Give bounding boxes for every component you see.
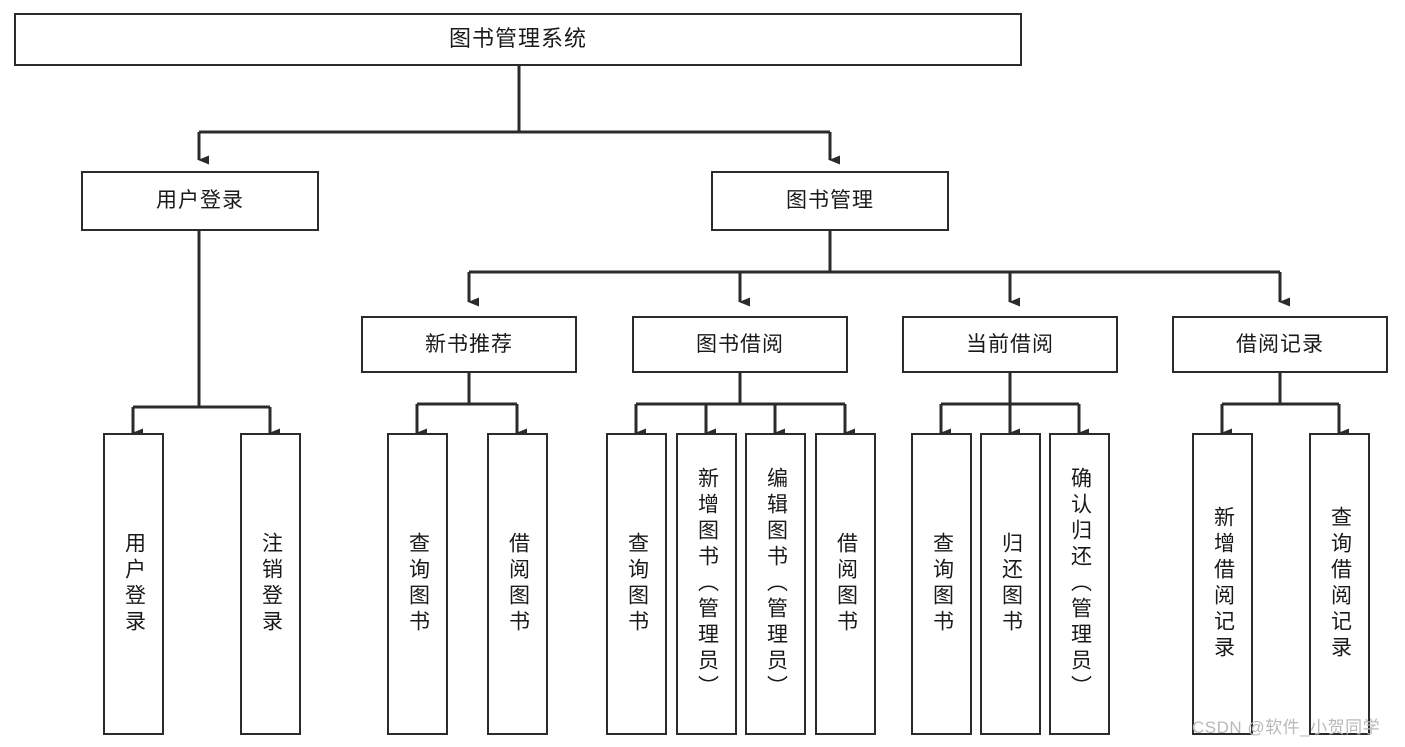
- leaf-current-borrow-confirm-return-admin[interactable]: 确认归还（管理员）: [1049, 433, 1110, 735]
- node-book-management[interactable]: 图书管理: [711, 171, 949, 231]
- node-borrow-record[interactable]: 借阅记录: [1172, 316, 1388, 373]
- leaf-book-borrow-borrow-book[interactable]: 借阅图书: [815, 433, 876, 735]
- node-book-borrow[interactable]: 图书借阅: [632, 316, 848, 373]
- node-root-book-management-system[interactable]: 图书管理系统: [14, 13, 1022, 66]
- node-new-book-recommend[interactable]: 新书推荐: [361, 316, 577, 373]
- node-user-login[interactable]: 用户登录: [81, 171, 319, 231]
- leaf-current-borrow-return-book[interactable]: 归还图书: [980, 433, 1041, 735]
- leaf-new-book-borrow-book[interactable]: 借阅图书: [487, 433, 548, 735]
- leaf-borrow-record-query-record[interactable]: 查询借阅记录: [1309, 433, 1370, 735]
- leaf-book-borrow-add-book-admin[interactable]: 新增图书（管理员）: [676, 433, 737, 735]
- leaf-book-borrow-edit-book-admin[interactable]: 编辑图书（管理员）: [745, 433, 806, 735]
- leaf-user-login-logout[interactable]: 注销登录: [240, 433, 301, 735]
- leaf-book-borrow-query-book[interactable]: 查询图书: [606, 433, 667, 735]
- csdn-watermark: CSDN @软件_小贺同学: [1192, 718, 1381, 737]
- leaf-new-book-query-book[interactable]: 查询图书: [387, 433, 448, 735]
- leaf-borrow-record-add-record[interactable]: 新增借阅记录: [1192, 433, 1253, 735]
- leaf-user-login-login[interactable]: 用户登录: [103, 433, 164, 735]
- leaf-current-borrow-query-book[interactable]: 查询图书: [911, 433, 972, 735]
- node-current-borrow[interactable]: 当前借阅: [902, 316, 1118, 373]
